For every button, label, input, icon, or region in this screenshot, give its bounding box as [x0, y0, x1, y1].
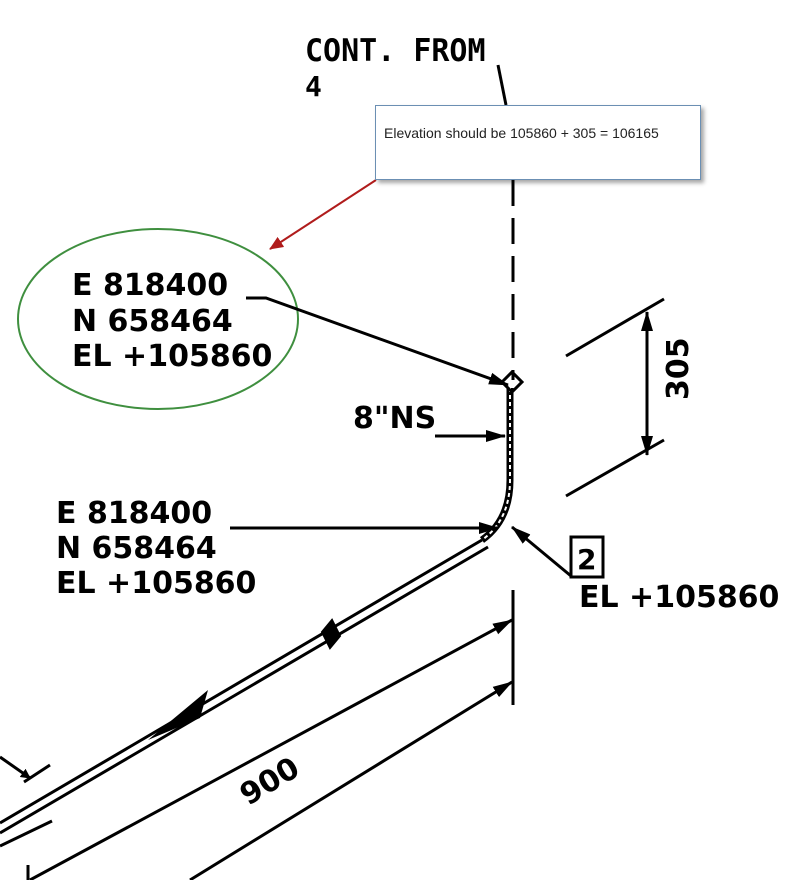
- dim-900-tick-left: [0, 819, 53, 848]
- ref-box-number: 2: [577, 543, 596, 576]
- centerline-top: [496, 64, 508, 106]
- cont-from-label: CONT. FROM: [305, 32, 486, 69]
- flow-arrow: [148, 690, 208, 740]
- pipe-vertical-inner: [481, 388, 511, 541]
- pipe-top-fitting: [499, 369, 525, 395]
- pipe-slope-outer-b: [0, 545, 489, 835]
- bend-coord-elevation: EL +105860: [56, 566, 256, 601]
- cont-from-number: 4: [305, 70, 322, 103]
- ref-box-elevation: EL +105860: [579, 580, 779, 615]
- highlight-ellipse: [17, 228, 299, 410]
- ref-box-leader: [511, 525, 572, 578]
- callout-arrow: [269, 179, 377, 250]
- dim-900-label: 900: [234, 751, 306, 813]
- left-tick-mark: [23, 763, 51, 784]
- dim-900-upper-line: [29, 618, 513, 880]
- top-coord-elevation: EL +105860: [72, 339, 272, 374]
- top-coord-leader: [246, 296, 509, 387]
- top-coord-east: E 818400: [72, 268, 228, 303]
- dim-305-extension-top: [565, 297, 665, 358]
- ref-box: [569, 535, 605, 579]
- pipe-slope-outer-a: [0, 538, 483, 825]
- pipe-fitting-mark: [320, 618, 342, 650]
- comment-callout: Elevation should be 105860 + 305 = 10616…: [375, 105, 701, 180]
- comment-text: Elevation should be 105860 + 305 = 10616…: [384, 125, 659, 141]
- dim-305-label: 305: [661, 337, 696, 400]
- pipe-size-label: 8"NS: [353, 401, 436, 436]
- bend-coord-east: E 818400: [56, 496, 212, 531]
- top-coord-north: N 658464: [72, 304, 233, 339]
- left-arrow-line: [0, 755, 31, 780]
- pipe-vertical: [479, 388, 514, 543]
- bend-coord-north: N 658464: [56, 531, 217, 566]
- dim-305-extension-bottom: [565, 438, 665, 498]
- dim-900-lower-line: [189, 680, 513, 880]
